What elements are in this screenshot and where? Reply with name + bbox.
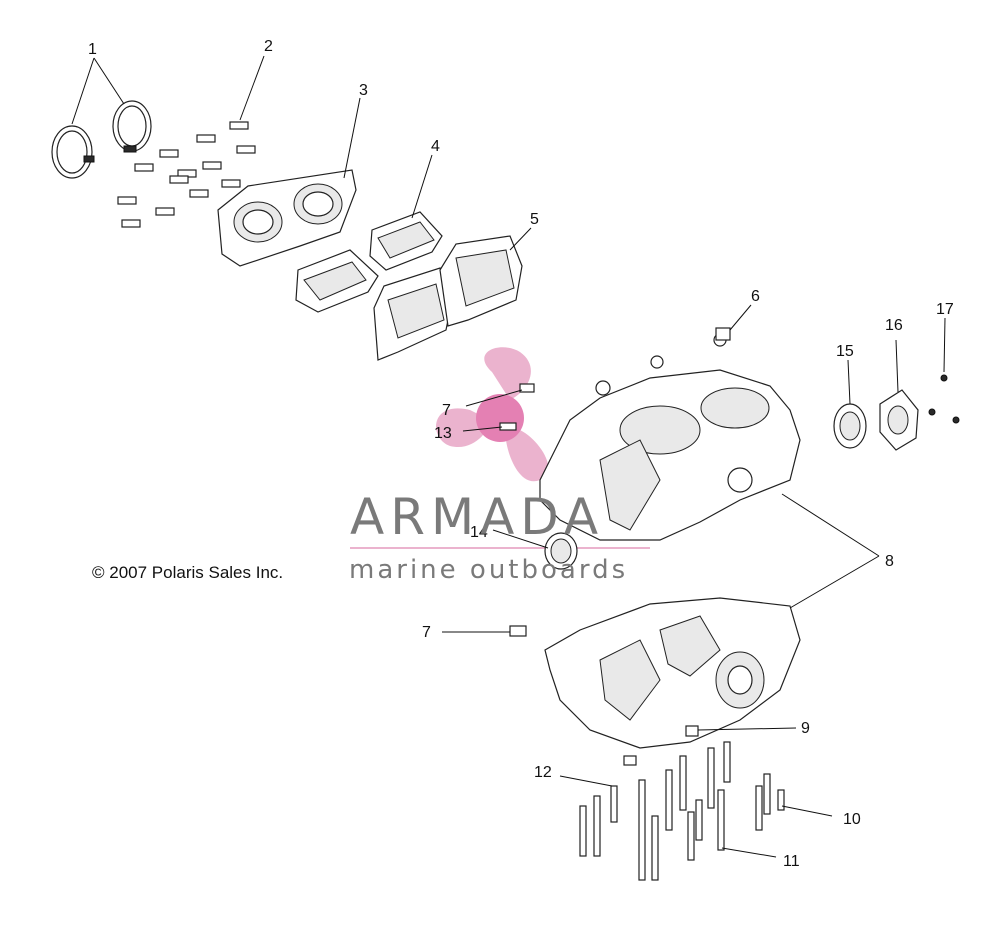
- callout-1: 1: [88, 41, 97, 58]
- copyright-notice: © 2007 Polaris Sales Inc.: [92, 563, 283, 582]
- reed-adapter-plate: [217, 169, 357, 267]
- callout-6: 6: [751, 288, 760, 305]
- small-fittings: [499, 327, 731, 766]
- callout-13: 13: [434, 425, 452, 442]
- callout-9: 9: [801, 720, 810, 737]
- callout-3: 3: [359, 82, 368, 99]
- crankcase-bolts: [579, 741, 785, 881]
- reed-petals: [295, 211, 443, 313]
- callout-12: 12: [534, 764, 552, 781]
- callout-15: 15: [836, 343, 854, 360]
- crank-seal: [544, 532, 578, 570]
- callout-16: 16: [885, 317, 903, 334]
- callout-numbers: 1 2 3 4 5 6 7 7 8 9 10 11 12 13 14 15 16…: [88, 38, 954, 870]
- hose-clamps: [51, 100, 152, 179]
- leader-lines: [71, 55, 946, 858]
- watermark-title: ARMADA: [350, 488, 604, 546]
- lower-crankcase: [544, 597, 801, 749]
- callout-11: 11: [783, 853, 800, 870]
- callout-7-lower: 7: [422, 624, 431, 641]
- callout-14: 14: [470, 524, 488, 541]
- armada-logo-icon: [350, 347, 650, 549]
- callout-5: 5: [530, 211, 539, 228]
- seal-and-cover: [833, 374, 960, 451]
- callout-17: 17: [936, 301, 954, 318]
- callout-7-upper: 7: [442, 402, 451, 419]
- callout-2: 2: [264, 38, 273, 55]
- callout-4: 4: [431, 138, 440, 155]
- callout-8: 8: [885, 553, 894, 570]
- reed-bolts: [117, 121, 256, 228]
- reed-cages: [373, 235, 523, 361]
- watermark-subtitle: marine outboards: [349, 555, 628, 585]
- callout-10: 10: [843, 811, 861, 828]
- upper-crankcase: [539, 333, 801, 541]
